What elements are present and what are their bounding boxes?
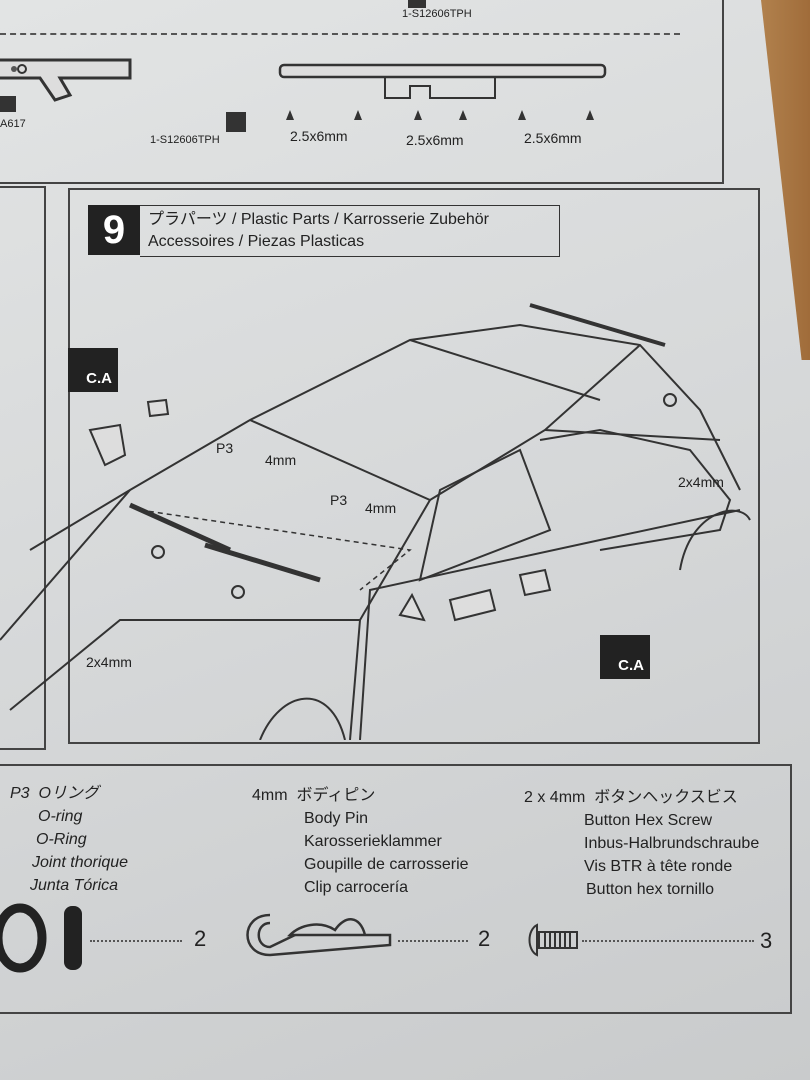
screw-label: 2.5x6mm [290, 128, 348, 144]
part-body-pin: 4mm ボディピン Body Pin Karosserieklammer Gou… [252, 784, 469, 899]
step-title: プラパーツ / Plastic Parts / Karrosserie Zube… [140, 205, 560, 257]
part-name: Inbus-Halbrundschraube [584, 835, 760, 852]
callout-4mm: 4mm [265, 452, 297, 468]
previous-step-panel [0, 0, 724, 184]
quantity: 2 [194, 926, 207, 951]
step-9-panel [68, 188, 760, 744]
part-name: Clip carrocería [304, 879, 409, 896]
x-icon [408, 0, 426, 8]
ca-glue-badge: C.A [68, 348, 118, 392]
part-name-jp: Oリング [38, 785, 99, 802]
part-name: Junta Tórica [30, 877, 119, 894]
ca-glue-badge: C.A [600, 635, 650, 679]
part-name: Button Hex Screw [584, 812, 713, 829]
leader-line [90, 940, 182, 942]
o-ring-icon [0, 903, 82, 973]
bumper-diagram [0, 58, 607, 132]
part-size: P3 [10, 785, 30, 802]
step-title-line: プラパーツ / Plastic Parts / Karrosserie Zube… [148, 211, 489, 228]
part-code-mid: 1-S12606TPH [150, 134, 220, 146]
callout-4mm: 4mm [365, 500, 397, 516]
car-body-diagram [0, 303, 751, 740]
leader-line [582, 940, 754, 942]
step-number: 9 [88, 205, 140, 255]
step-9-panel [0, 186, 46, 750]
part-code-top: 1-S12606TPH [402, 8, 472, 20]
part-name-jp: ボディピン [296, 787, 376, 804]
part-size: 2 x 4mm [524, 789, 586, 806]
part-name: Body Pin [304, 810, 369, 827]
quantity: 3 [760, 928, 773, 953]
part-name: Vis BTR à tête ronde [584, 858, 733, 875]
callout-2x4mm: 2x4mm [678, 474, 724, 490]
part-name: Karosserieklammer [304, 833, 442, 850]
part-code-left: A617 [0, 118, 26, 130]
leader-line [398, 940, 468, 942]
ca-label: C.A [86, 370, 112, 387]
part-size: 4mm [252, 787, 288, 804]
quantity: 2 [478, 926, 491, 951]
screw-label: 2.5x6mm [406, 132, 464, 148]
step-title-line: Accessoires / Piezas Plasticas [148, 233, 365, 250]
part-hex-screw: 2 x 4mm ボタンヘックスビス Button Hex Screw Inbus… [524, 786, 759, 901]
screw-label: 2.5x6mm [524, 130, 582, 146]
part-name: Button hex tornillo [586, 881, 715, 898]
part-o-ring: P3 Oリング O-ring O-Ring Joint thorique Jun… [10, 782, 128, 897]
body-pin-icon [246, 913, 392, 957]
ca-label: C.A [618, 657, 644, 674]
hex-screw-icon [528, 923, 578, 957]
part-name: Goupille de carrosserie [304, 856, 469, 873]
callout-2x4mm: 2x4mm [86, 654, 132, 670]
part-name: O-Ring [36, 831, 87, 848]
parts-list-panel [0, 764, 792, 1014]
divider [0, 33, 680, 35]
callout-p3: P3 [216, 440, 234, 456]
callout-p3: P3 [330, 492, 348, 508]
part-name: O-ring [38, 808, 83, 825]
part-name: Joint thorique [32, 854, 129, 871]
part-name-jp: ボタンヘックスビス [594, 789, 738, 806]
